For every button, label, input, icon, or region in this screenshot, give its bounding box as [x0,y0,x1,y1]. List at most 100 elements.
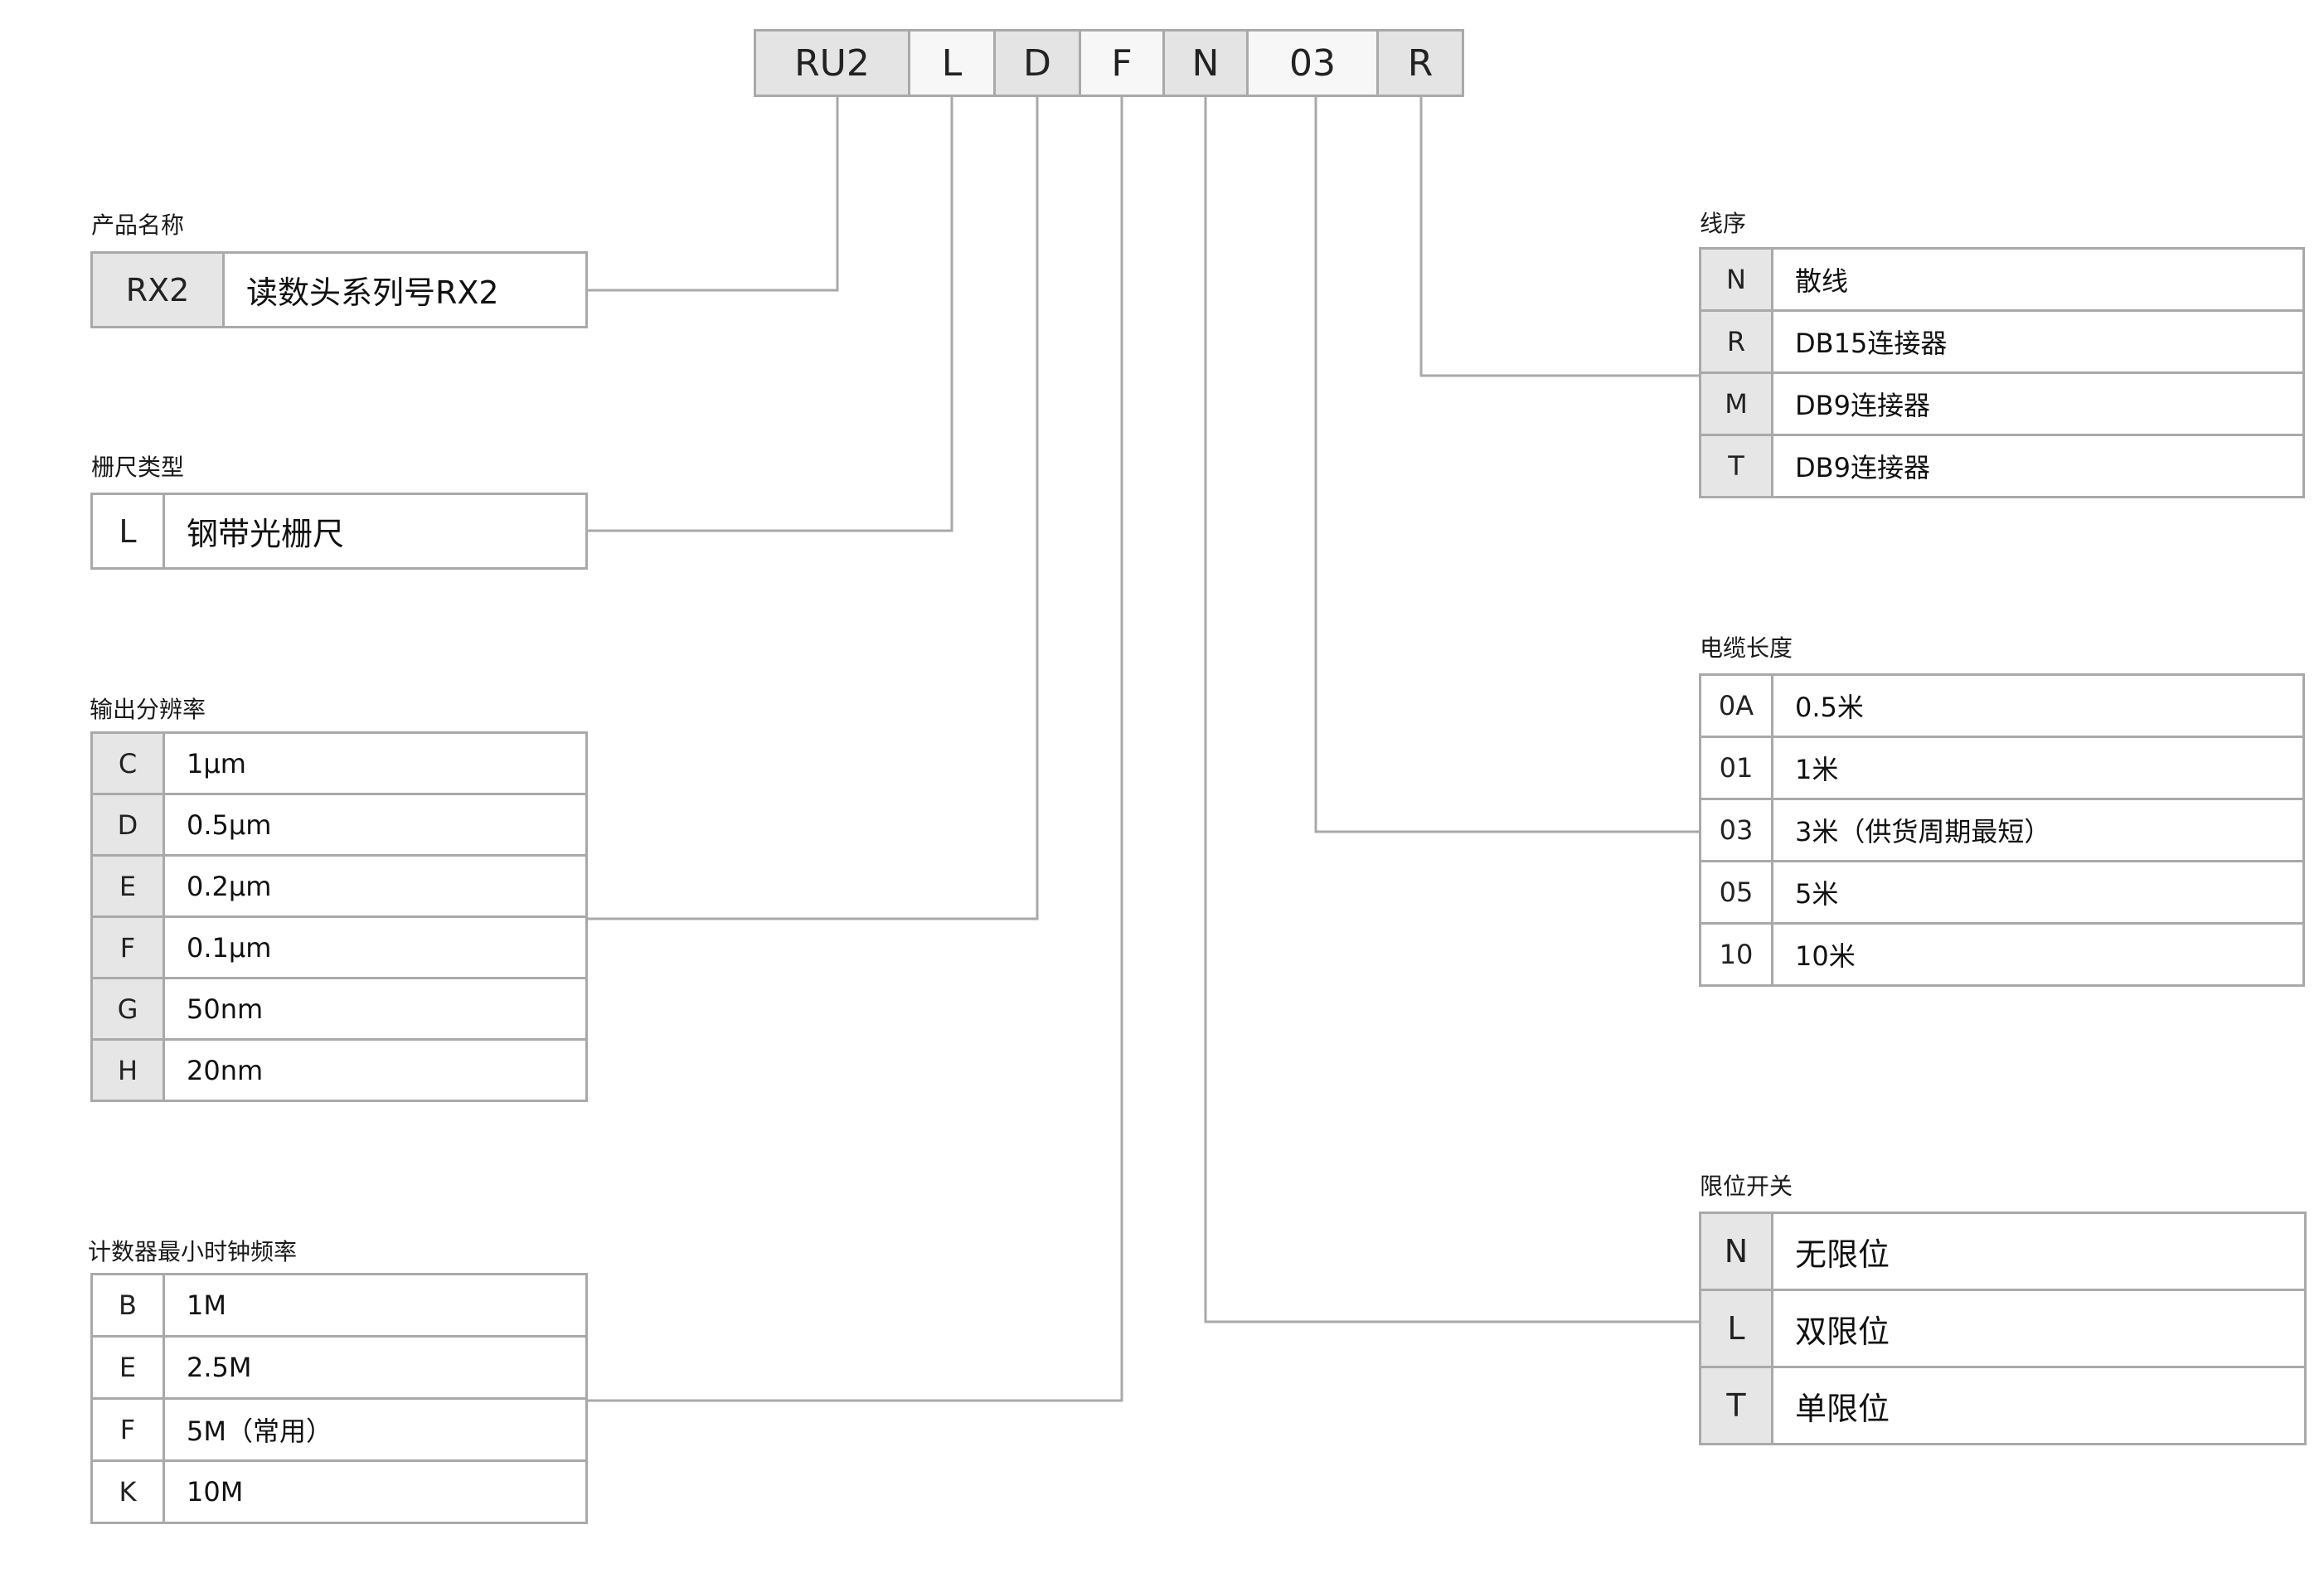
option-key: 0A [1699,673,1773,738]
option-key: R [1699,309,1773,374]
table-row: G 50nm [90,977,588,1041]
table-row: E 0.2μm [90,854,588,918]
option-key: T [1699,434,1773,498]
wiring-title: 线序 [1700,210,1747,237]
table-row: M DB9连接器 [1699,371,2305,436]
option-key: G [90,977,165,1041]
table-row: E 2.5M [90,1335,588,1400]
connector-limit [1204,97,1699,1323]
code-limit: N [1162,29,1249,97]
option-label: 2.5M [163,1335,588,1400]
code-scale: L [908,29,996,97]
option-key: E [90,854,165,918]
option-label: 0.2μm [163,854,588,918]
option-key: E [90,1335,165,1400]
option-label: 10M [163,1459,588,1524]
option-label: 5米 [1771,860,2305,925]
table-row: F 5M（常用） [90,1397,588,1462]
cable-table: 0A 0.5米 01 1米 03 3米（供货周期最短） 05 5米 10 10米 [1699,673,2305,987]
option-key: 03 [1699,798,1773,862]
option-key: L [1699,1289,1773,1368]
option-key: C [90,731,165,795]
option-key: T [1699,1366,1773,1445]
wiring-table: N 散线 R DB15连接器 M DB9连接器 T DB9连接器 [1699,247,2305,498]
option-key: L [90,493,165,570]
table-row: N 散线 [1699,247,2305,312]
option-label: DB9连接器 [1771,371,2305,436]
table-row: D 0.5μm [90,793,588,857]
option-key: 10 [1699,922,1773,987]
table-row: K 10M [90,1459,588,1524]
table-row: C 1μm [90,731,588,795]
option-key: K [90,1459,165,1524]
connector-resolution [586,97,1039,920]
resolution-title: 输出分辨率 [90,696,206,723]
option-key: M [1699,371,1773,436]
option-label: DB15连接器 [1771,309,2305,374]
table-row: H 20nm [90,1038,588,1102]
option-key: F [90,1397,165,1462]
product-row: RX2 读数头系列号RX2 [90,251,588,328]
option-label: 50nm [163,977,588,1041]
table-row: 03 3米（供货周期最短） [1699,798,2305,862]
product-table: RX2 读数头系列号RX2 [90,251,588,328]
code-clock: F [1079,29,1165,97]
code-cable: 03 [1246,29,1379,97]
option-label: 单限位 [1771,1366,2307,1445]
option-label: 无限位 [1771,1212,2307,1291]
table-row: R DB15连接器 [1699,309,2305,374]
clock-table: B 1M E 2.5M F 5M（常用） K 10M [90,1273,588,1524]
option-key: H [90,1038,165,1102]
option-label: DB9连接器 [1771,434,2305,498]
code-product: RU2 [754,29,910,97]
option-key: RX2 [90,251,225,328]
option-key: N [1699,1212,1773,1291]
option-key: 05 [1699,860,1773,925]
table-row: F 0.1μm [90,915,588,979]
option-key: B [90,1273,165,1338]
clock-title: 计数器最小时钟频率 [88,1238,298,1265]
option-label: 散线 [1771,247,2305,312]
table-row: N 无限位 [1699,1212,2307,1291]
limit-title: 限位开关 [1700,1173,1793,1200]
option-label: 钢带光栅尺 [163,493,588,570]
option-label: 1M [163,1273,588,1338]
connector-scale [586,97,953,532]
limit-table: N 无限位 L 双限位 T 单限位 [1699,1212,2307,1445]
option-label: 0.5米 [1771,673,2305,738]
table-row: T DB9连接器 [1699,434,2305,498]
connector-wiring [1419,97,1699,377]
table-row: T 单限位 [1699,1366,2307,1445]
option-label: 3米（供货周期最短） [1771,798,2305,862]
cable-title: 电缆长度 [1700,634,1793,662]
option-key: 01 [1699,736,1773,800]
scale-table: L 钢带光栅尺 [90,493,588,570]
option-label: 读数头系列号RX2 [222,251,588,328]
product-title: 产品名称 [91,211,185,239]
connector-clock [586,97,1123,1402]
table-row: L 双限位 [1699,1289,2307,1368]
connector-product [586,97,839,292]
option-label: 10米 [1771,922,2305,987]
option-label: 0.5μm [163,793,588,857]
option-key: N [1699,247,1773,312]
resolution-table: C 1μm D 0.5μm E 0.2μm F 0.1μm G 50nm H 2… [90,731,588,1102]
option-label: 20nm [163,1038,588,1102]
table-row: 0A 0.5米 [1699,673,2305,738]
option-key: D [90,793,165,857]
table-row: 05 5米 [1699,860,2305,925]
table-row: B 1M [90,1273,588,1338]
option-key: F [90,915,165,979]
code-wiring: R [1376,29,1464,97]
option-label: 双限位 [1771,1289,2307,1368]
code-resolution: D [993,29,1081,97]
scale-row: L 钢带光栅尺 [90,493,588,570]
connector-cable [1314,97,1699,833]
option-label: 1μm [163,731,588,795]
option-label: 0.1μm [163,915,588,979]
table-row: 10 10米 [1699,922,2305,987]
option-label: 1米 [1771,736,2305,800]
scale-title: 栅尺类型 [91,454,185,481]
table-row: 01 1米 [1699,736,2305,800]
